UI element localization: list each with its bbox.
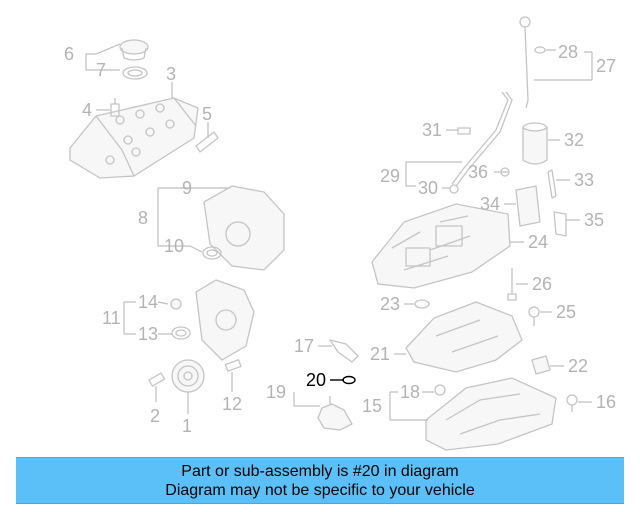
- crank-pulley: [171, 359, 205, 393]
- valve-cover-bracket: [195, 131, 219, 153]
- info-banner: Part or sub-assembly is #20 in diagram D…: [16, 457, 624, 504]
- leader-8: [157, 187, 230, 253]
- bolt-33: [547, 169, 557, 199]
- oil-cooler-34: [515, 185, 541, 227]
- bolt-12: [224, 359, 242, 372]
- banner-line-part-number: Part or sub-assembly is #20 in diagram: [181, 463, 459, 480]
- valve-cover: [69, 97, 199, 179]
- callout-30: 30: [418, 178, 438, 198]
- bolt-31: [457, 127, 471, 135]
- callout-34: 34: [480, 194, 500, 214]
- leader-27: [534, 51, 593, 81]
- callout-7: 7: [96, 60, 106, 80]
- callout-2: 2: [150, 406, 160, 426]
- callout-22: 22: [568, 356, 588, 376]
- callout-23: 23: [380, 294, 400, 314]
- timing-cover-upper: [203, 185, 285, 271]
- pulley-bolt: [148, 372, 166, 387]
- callout-9: 9: [182, 178, 192, 198]
- callout-29: 29: [380, 166, 400, 186]
- leader-15: [389, 391, 434, 421]
- dipstick-tube-29: [451, 91, 513, 187]
- baffle-21: [405, 301, 523, 373]
- callout-12: 12: [222, 394, 242, 414]
- callout-14: 14: [138, 292, 158, 312]
- callout-31: 31: [422, 120, 442, 140]
- callout-27: 27: [596, 56, 616, 76]
- o-ring-20-highlighted: [330, 375, 356, 385]
- leader-6-7: [85, 43, 121, 71]
- dipstick-seal-28: [534, 46, 546, 54]
- bolt-25: [528, 306, 540, 326]
- oil-pump-19: [317, 396, 353, 431]
- callout-32: 32: [564, 130, 584, 150]
- callout-10: 10: [164, 236, 184, 256]
- drain-plug-18: [434, 384, 446, 396]
- callout-8: 8: [138, 208, 148, 228]
- timing-cover-lower: [195, 279, 255, 361]
- bolt-16: [566, 394, 578, 412]
- gasket-35: [553, 211, 567, 237]
- callout-1: 1: [182, 416, 192, 436]
- valve-cover-bolt: [110, 98, 120, 117]
- leader-11: [123, 301, 172, 335]
- callout-33: 33: [574, 170, 594, 190]
- callout-5: 5: [202, 104, 212, 124]
- callout-24: 24: [528, 232, 548, 252]
- lower-oil-pan-15: [425, 377, 557, 451]
- callout-36: 36: [468, 162, 488, 182]
- callout-19: 19: [266, 382, 286, 402]
- sensor-22: [531, 355, 551, 375]
- parts-diagram: 6 7 3 4 5 9 8 10 14 11 13 2 1 12 17 20 1…: [64, 16, 616, 451]
- callout-21: 21: [370, 344, 390, 364]
- callout-20-highlighted: 20: [306, 370, 326, 390]
- seal-23: [414, 299, 430, 309]
- timing-seal-10: [202, 246, 222, 260]
- callout-35: 35: [584, 210, 604, 230]
- dipstick: [519, 16, 531, 109]
- leader-29: [405, 161, 462, 187]
- banner-line-disclaimer: Diagram may not be specific to your vehi…: [165, 482, 475, 499]
- upper-oil-pan-24: [371, 203, 511, 289]
- callout-28: 28: [558, 42, 578, 62]
- plug-14: [170, 298, 182, 310]
- callout-25: 25: [556, 302, 576, 322]
- callout-26: 26: [532, 274, 552, 294]
- oil-filler-cap: [119, 39, 149, 61]
- cap-seal-ring: [122, 66, 148, 80]
- leader-19: [293, 392, 320, 407]
- bolt-30: [449, 184, 459, 194]
- callout-4: 4: [82, 100, 92, 120]
- part-17: [329, 339, 359, 363]
- bolt-26: [507, 268, 517, 301]
- oil-filter-32: [522, 122, 548, 165]
- callout-6: 6: [64, 44, 74, 64]
- callout-13: 13: [138, 324, 158, 344]
- seal-13: [171, 326, 191, 340]
- callout-11: 11: [102, 308, 121, 328]
- callout-16: 16: [596, 392, 616, 412]
- callout-18: 18: [400, 382, 420, 402]
- callout-15: 15: [362, 396, 382, 416]
- callout-17: 17: [294, 336, 314, 356]
- callout-3: 3: [166, 64, 176, 84]
